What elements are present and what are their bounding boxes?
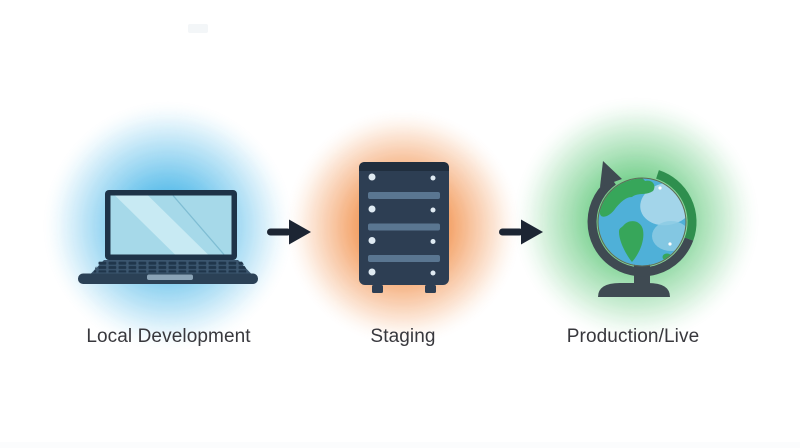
stage-label-local-development: Local Development — [86, 326, 251, 347]
bottom-edge — [0, 442, 800, 448]
server-icon — [359, 162, 449, 293]
arrow-right-icon — [267, 219, 311, 245]
stage-label-production-live: Production/Live — [566, 326, 700, 347]
laptop-icon — [78, 190, 258, 284]
arrow-right-icon — [499, 219, 543, 245]
top-artifact — [188, 24, 208, 33]
globe-icon — [587, 161, 697, 297]
stage-label-staging: Staging — [370, 326, 436, 347]
